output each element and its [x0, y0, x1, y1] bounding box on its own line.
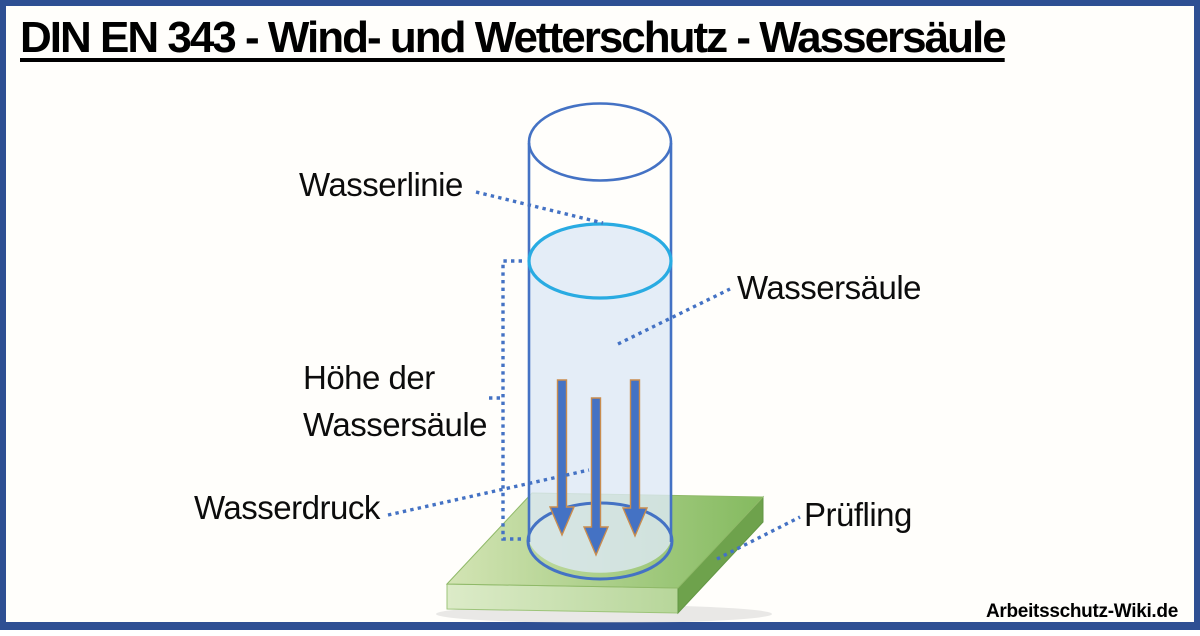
- label-wasserlinie: Wasserlinie: [299, 166, 463, 203]
- plate-front-face: [446, 583, 679, 614]
- pressure-arrow-left: [548, 379, 576, 537]
- label-hoehe-der-wassersaeule: Höhe der Wassersäule: [303, 355, 488, 449]
- label-wassersaeule: Wassersäule: [737, 269, 922, 306]
- label-hoehe-line1: Höhe der: [303, 359, 435, 396]
- watermark-text: Arbeitsschutz-Wiki.de: [985, 601, 1178, 622]
- leader-wassersaeule: [617, 287, 731, 346]
- cylinder-top-ellipse: [527, 102, 673, 182]
- page-title: DIN EN 343 - Wind- und Wetterschutz - Wa…: [20, 13, 1007, 62]
- water-surface-ellipse: [527, 222, 673, 300]
- height-bracket: [501, 259, 522, 541]
- leader-pruefling: [716, 515, 801, 561]
- page-title-text: DIN EN 343 - Wind- und Wetterschutz - Wa…: [20, 13, 1007, 62]
- label-wasserdruck: Wasserdruck: [194, 489, 380, 526]
- water-column-diagram: [387, 102, 801, 623]
- label-pruefling: Prüfling: [804, 496, 912, 533]
- pressure-arrow-middle: [582, 397, 610, 557]
- leader-wasserlinie: [475, 190, 604, 225]
- label-hoehe-line2: Wassersäule: [303, 405, 488, 443]
- pressure-arrow-right: [621, 379, 649, 538]
